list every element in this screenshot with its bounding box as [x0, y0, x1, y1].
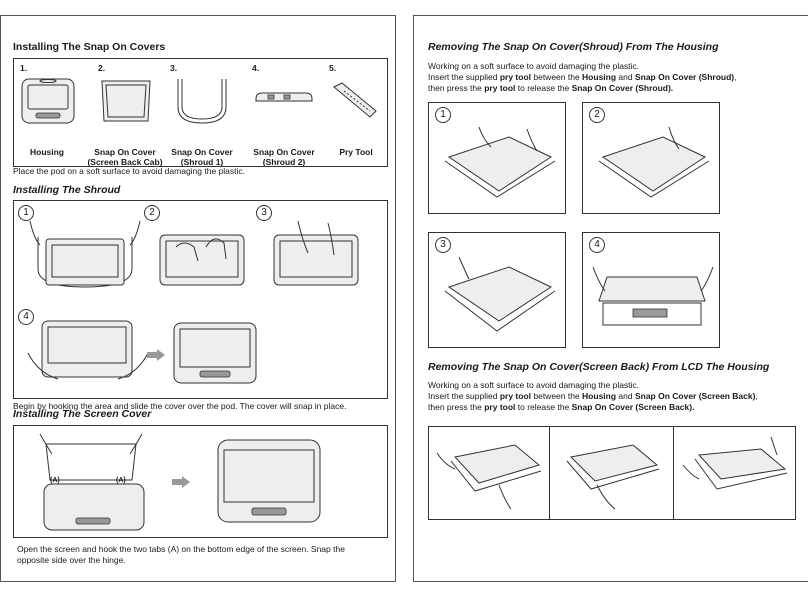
shroud-removal-line-2: Insert the supplied pry tool between the… [428, 72, 737, 82]
screen-cover-result-illustration [217, 439, 321, 523]
shroud-1-illustration [177, 79, 227, 124]
shroud-removal-line-3: then press the pry tool to release the S… [428, 83, 674, 93]
shroud-steps-box: 1 2 3 4 [13, 200, 388, 399]
part-2-number: 2. [98, 63, 106, 73]
screen-cover-box: (A) (A) [13, 425, 388, 538]
part-3-number: 3. [170, 63, 178, 73]
tab-a-right-label: (A) [116, 477, 126, 484]
shroud-step-1-illustration [29, 220, 141, 288]
screen-removal-step-3-illustration [682, 436, 788, 490]
shroud-note: Begin by hooking the area and slide the … [13, 401, 347, 411]
shroud-removal-step-2-illustration [598, 126, 710, 198]
shroud-title: Installing The Shroud [13, 184, 121, 196]
screen-cover-step-illustration [39, 433, 145, 531]
screen-removal-line-3: then press the pry tool to release the S… [428, 402, 695, 412]
screen-removal-divider-1 [549, 427, 550, 519]
pry-tool-illustration [333, 82, 377, 118]
shroud-removal-step-3: 3 [428, 232, 566, 348]
shroud-removal-step-4-illustration [592, 266, 714, 326]
screen-removal-line-2: Insert the supplied pry tool between the… [428, 391, 758, 401]
shroud-step-3-marker: 3 [256, 205, 272, 221]
part-5-label: Pry Tool [339, 147, 373, 157]
shroud-removal-step-2: 2 [582, 102, 720, 214]
shroud-removal-title: Removing The Snap On Cover(Shroud) From … [428, 41, 719, 53]
part-4-label: Snap On Cover (Shroud 2) [253, 147, 315, 167]
screen-removal-step-1-illustration [436, 444, 542, 510]
shroud-removal-step-3-illustration [444, 256, 556, 332]
screen-arrow-icon [172, 476, 190, 488]
right-page: Removing The Snap On Cover(Shroud) From … [413, 15, 808, 582]
shroud-removal-step-1-illustration [444, 126, 556, 198]
screen-removal-step-2-illustration [566, 444, 660, 510]
screen-removal-line-1: Working on a soft surface to avoid damag… [428, 380, 640, 390]
covers-title: Installing The Snap On Covers [13, 41, 166, 53]
screen-removal-divider-2 [673, 427, 674, 519]
covers-note: Place the pod on a soft surface to avoid… [13, 166, 246, 176]
part-1-number: 1. [20, 63, 28, 73]
shroud-step-2-illustration [159, 234, 245, 286]
part-5-number: 5. [329, 63, 337, 73]
left-page: Installing The Snap On Covers 1. 2. 3. 4… [0, 15, 396, 582]
shroud-result-illustration [173, 322, 257, 384]
part-3-label: Snap On Cover (Shroud 1) [171, 147, 233, 167]
shroud-removal-step-4: 4 [582, 232, 720, 348]
screen-note: Open the screen and hook the two tabs (A… [17, 544, 345, 565]
shroud-2-illustration [255, 92, 313, 102]
screen-removal-steps-box [428, 426, 796, 520]
shroud-step-1-marker: 1 [18, 205, 34, 221]
tab-a-left-label: (A) [50, 477, 60, 484]
shroud-removal-step-1: 1 [428, 102, 566, 214]
part-1-label: Housing [30, 147, 64, 157]
screen-removal-title: Removing The Snap On Cover(Screen Back) … [428, 361, 770, 373]
shroud-step-3-illustration [273, 220, 359, 286]
part-2-label: Snap On Cover (Screen Back Cab) [87, 147, 163, 167]
shroud-step-2-marker: 2 [144, 205, 160, 221]
shroud-step-4-illustration [27, 320, 149, 380]
shroud-removal-step-1-marker: 1 [435, 107, 451, 123]
shroud-arrow-icon [147, 349, 165, 361]
housing-illustration [21, 78, 75, 124]
screen-back-cab-illustration [101, 80, 151, 122]
shroud-removal-line-1: Working on a soft surface to avoid damag… [428, 61, 640, 71]
shroud-removal-step-4-marker: 4 [589, 237, 605, 253]
covers-parts-box: 1. 2. 3. 4. 5. Hou [13, 58, 388, 167]
shroud-step-4-marker: 4 [18, 309, 34, 325]
shroud-removal-step-3-marker: 3 [435, 237, 451, 253]
part-4-number: 4. [252, 63, 260, 73]
screen-title: Installing The Screen Cover [13, 408, 152, 420]
shroud-removal-step-2-marker: 2 [589, 107, 605, 123]
